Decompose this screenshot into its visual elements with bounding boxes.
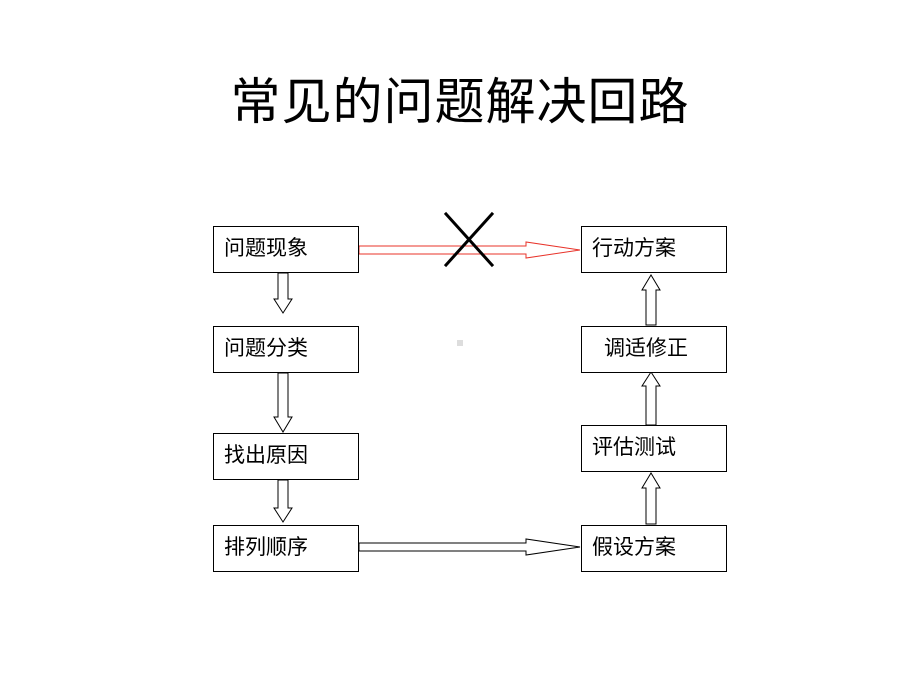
box-hypothesis-plan: 假设方案	[581, 525, 727, 572]
page-title: 常见的问题解决回路	[230, 73, 690, 131]
cross-icon	[443, 211, 495, 268]
arrow-right-invalid	[358, 241, 581, 259]
box-action-plan: 行动方案	[581, 226, 727, 273]
arrow-up-1	[641, 274, 661, 326]
box-problem-symptom: 问题现象	[213, 226, 359, 273]
box-adjust-correct: 调适修正	[581, 326, 727, 373]
arrow-down-3	[273, 479, 293, 523]
arrow-right-bottom	[358, 538, 581, 556]
box-evaluate-test: 评估测试	[581, 425, 727, 472]
arrow-down-2	[273, 372, 293, 433]
box-find-cause: 找出原因	[213, 433, 359, 480]
arrow-down-1	[273, 272, 293, 314]
center-dot	[457, 340, 463, 346]
arrow-up-2	[641, 371, 661, 426]
arrow-up-3	[641, 472, 661, 525]
box-prioritize: 排列顺序	[213, 525, 359, 572]
box-problem-classification: 问题分类	[213, 326, 359, 373]
